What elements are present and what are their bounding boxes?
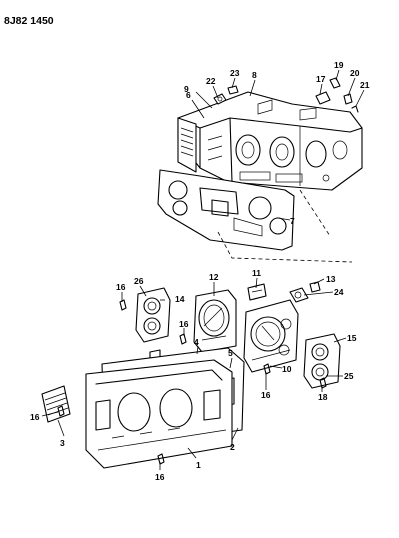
callout-5: 5	[228, 348, 233, 358]
callout-16: 16	[261, 390, 271, 400]
switch-24	[289, 287, 309, 303]
callout-12: 12	[209, 272, 219, 282]
alignment-line	[217, 231, 353, 263]
callout-21: 21	[360, 80, 370, 90]
cluster-gasket	[157, 169, 295, 251]
callout-3: 3	[60, 438, 65, 448]
callout-16: 16	[30, 412, 40, 422]
alignment-line	[299, 189, 331, 237]
screw	[263, 363, 271, 375]
callout-2: 2	[230, 442, 235, 452]
callout-7: 7	[290, 216, 295, 226]
callout-14: 14	[175, 294, 185, 304]
cluster-bezel	[85, 359, 233, 469]
bulb-socket-17	[315, 91, 331, 105]
callout-11: 11	[252, 268, 261, 278]
screw	[157, 453, 165, 465]
housing-side-vent	[177, 117, 197, 173]
screw	[57, 405, 65, 417]
callout-17: 17	[316, 74, 326, 84]
callout-23: 23	[230, 68, 240, 78]
callout-18: 18	[318, 392, 328, 402]
gauge-pointer	[247, 283, 267, 301]
callout-19: 19	[334, 60, 344, 70]
callout-16: 16	[155, 472, 165, 482]
speedometer	[193, 289, 237, 353]
bulb-23	[227, 85, 239, 95]
screw	[179, 333, 187, 345]
callout-10: 10	[282, 364, 292, 374]
callout-1: 1	[196, 460, 201, 470]
diagram-code: 8J82 1450	[4, 15, 54, 27]
screw	[119, 299, 127, 311]
terminal-21	[351, 105, 359, 113]
callout-labels: 6 7 8 9 22 23 17 19 20 21 12 11 13 24 14…	[30, 60, 370, 482]
screw	[319, 377, 327, 389]
callout-22: 22	[206, 76, 216, 86]
callout-15: 15	[347, 333, 357, 343]
bulb-13	[309, 281, 321, 293]
connector-20	[343, 93, 353, 105]
callout-6: 6	[186, 90, 191, 100]
small-gauge-right	[303, 333, 341, 389]
callout-16: 16	[179, 319, 189, 329]
callout-16: 16	[116, 282, 126, 292]
small-gauge-left	[135, 287, 171, 343]
callout-20: 20	[350, 68, 360, 78]
gauge-cluster	[243, 299, 299, 373]
callout-4: 4	[194, 337, 199, 347]
vent-louver	[41, 385, 71, 423]
bulb-19	[329, 77, 341, 89]
callout-24: 24	[334, 287, 344, 297]
callout-13: 13	[326, 274, 336, 284]
callout-8: 8	[252, 70, 257, 80]
callout-25: 25	[344, 371, 354, 381]
callout-9: 9	[184, 84, 189, 94]
cluster-housing	[177, 91, 363, 191]
leader-lines	[41, 69, 365, 470]
callout-26: 26	[134, 276, 144, 286]
